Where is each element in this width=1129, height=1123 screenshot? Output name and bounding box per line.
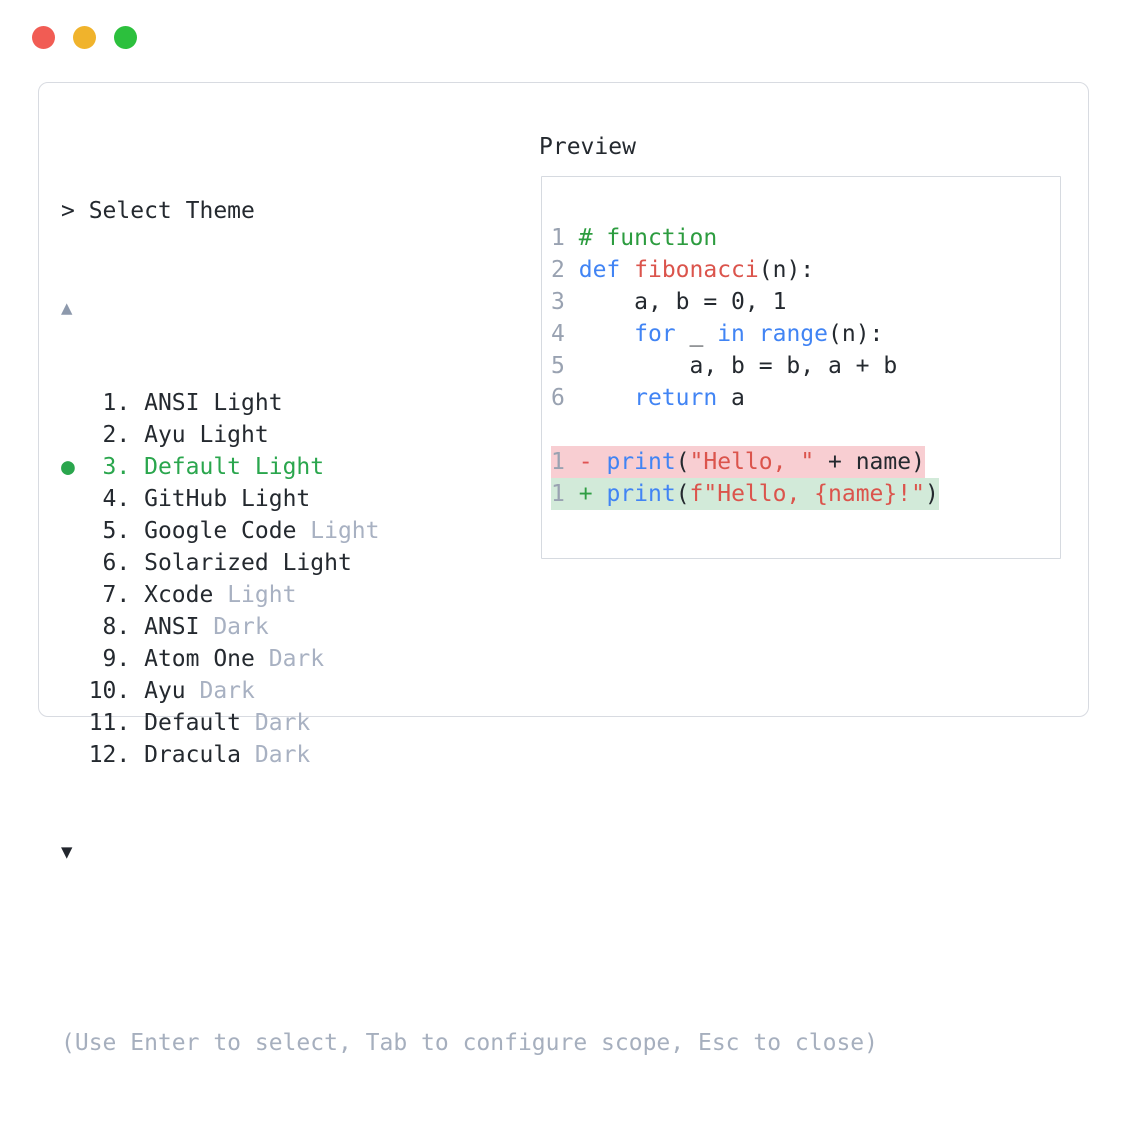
theme-item-9[interactable]: 9. Atom One Dark (61, 646, 325, 672)
theme-item-7[interactable]: 7. Xcode Light (61, 582, 297, 608)
scroll-up-indicator[interactable]: ▲ (61, 291, 878, 323)
minimize-button[interactable] (73, 26, 96, 49)
code-line: 1 # function (551, 225, 718, 251)
theme-item-8[interactable]: 8. ANSI Dark (61, 614, 269, 640)
code-line: 2 def fibonacci(n): (551, 257, 815, 283)
diff-line-add: 1 + print(f"Hello, {name}!") (551, 478, 1060, 510)
select-theme-prompt: > Select Theme (61, 198, 255, 224)
zoom-button[interactable] (114, 26, 137, 49)
code-line: 3 a, b = 0, 1 (551, 289, 787, 315)
theme-item-3[interactable]: ● 3. Default Light (61, 454, 325, 480)
preview-pane: 1 # function 2 def fibonacci(n): 3 a, b = … (541, 176, 1061, 559)
code-line: 5 a, b = b, a + b (551, 353, 898, 379)
close-button[interactable] (32, 26, 55, 49)
code-line: 6 return a (551, 385, 745, 411)
spacer (61, 931, 878, 963)
theme-item-1[interactable]: 1. ANSI Light (61, 390, 283, 416)
theme-item-11[interactable]: 11. Default Dark (61, 710, 311, 736)
theme-item-10[interactable]: 10. Ayu Dark (61, 678, 255, 704)
preview-code: 1 # function 2 def fibonacci(n): 3 a, b = … (542, 177, 1060, 510)
scroll-down-indicator[interactable]: ▼ (61, 835, 878, 867)
theme-picker-window: > Select Theme ▲ 1. ANSI Light 2. Ayu Li… (38, 82, 1089, 1056)
code-line: 4 for _ in range(n): (551, 321, 884, 347)
triangle-up-icon: ▲ (61, 297, 73, 319)
diff-line-del: 1 - print("Hello, " + name) (551, 446, 1060, 478)
theme-item-2[interactable]: 2. Ayu Light (61, 422, 269, 448)
theme-item-5[interactable]: 5. Google Code Light (61, 518, 380, 544)
code-line (551, 414, 1060, 446)
theme-item-4[interactable]: 4. GitHub Light (61, 486, 311, 512)
theme-item-12[interactable]: 12. Dracula Dark (61, 742, 311, 768)
triangle-down-icon: ▼ (61, 841, 73, 863)
preview-title: Preview (539, 134, 636, 160)
help-text: (Use Enter to select, Tab to configure s… (61, 1030, 878, 1056)
theme-item-6[interactable]: 6. Solarized Light (61, 550, 352, 576)
window-controls (32, 26, 137, 49)
